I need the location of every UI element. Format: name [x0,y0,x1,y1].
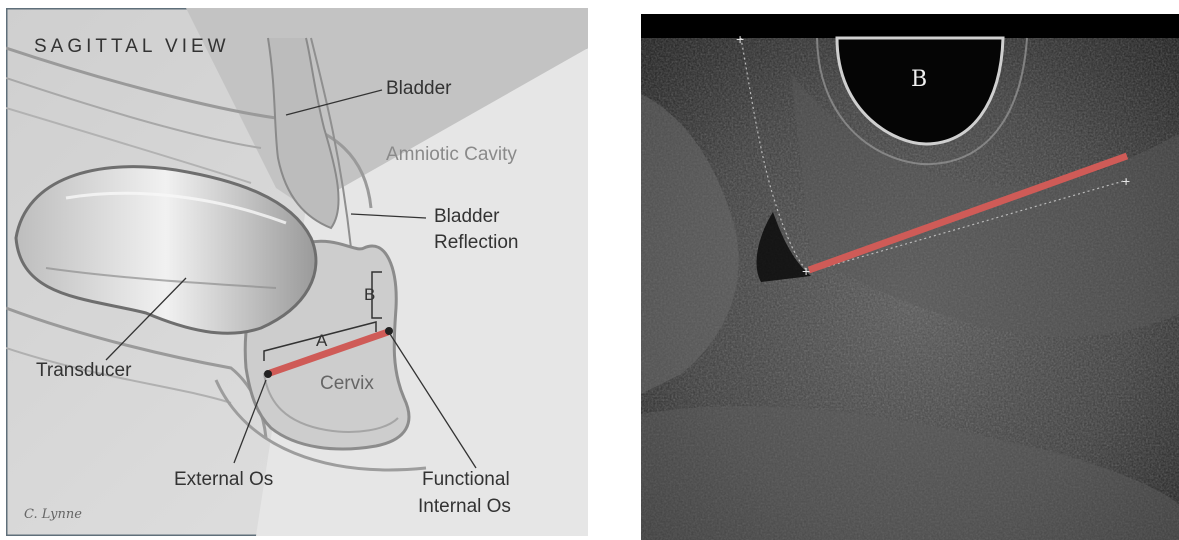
amniotic-cavity-label: Amniotic Cavity [386,144,517,165]
external-os-point [264,370,272,378]
ultrasound-image: B + + + [641,14,1179,540]
diagram-title: SAGITTAL VIEW [34,36,230,57]
illustrator-signature: C. Lynne [24,507,82,522]
caliper-marker: + [736,31,744,47]
measure-a-label: A [316,331,328,350]
functional-internal-os-label-line1: Functional [422,469,510,490]
sagittal-view-diagram: A B SAGITTAL VIEW Bladder Amniotic Cavit… [6,8,588,536]
bladder-marker-label: B [911,67,927,92]
ultrasound-svg: B + + + [641,14,1179,540]
cervix-label: Cervix [320,373,374,394]
external-os-label: External Os [174,469,273,490]
functional-internal-os-label-line2: Internal Os [418,496,511,517]
bladder-reflection-label-line2: Reflection [434,232,519,253]
top-bar [641,14,1179,38]
measure-b-label: B [364,285,375,304]
internal-os-point [385,327,393,335]
transducer-label: Transducer [36,360,132,381]
caliper-marker: + [1122,173,1130,189]
sagittal-diagram-svg: A B SAGITTAL VIEW Bladder Amniotic Cavit… [6,8,588,536]
bladder-label: Bladder [386,78,452,99]
bladder-reflection-label-line1: Bladder [434,206,500,227]
caliper-marker: + [802,263,810,279]
